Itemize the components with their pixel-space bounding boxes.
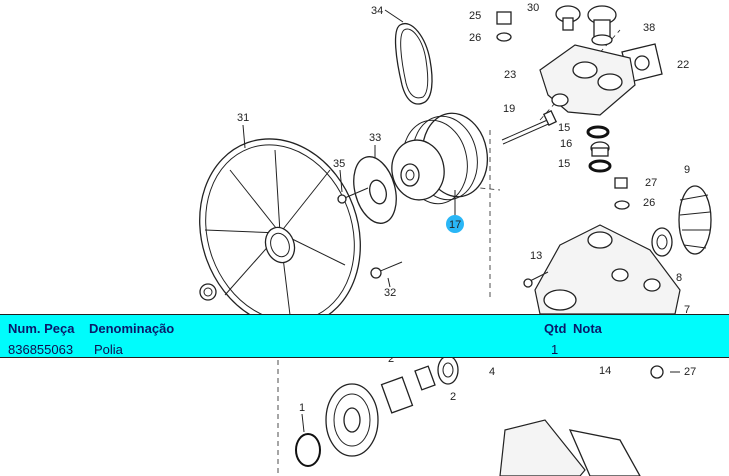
part-26-washer-mid[interactable] — [614, 200, 630, 210]
part-23-thermostat-housing[interactable] — [539, 44, 636, 116]
callout-34: 34 — [371, 5, 383, 17]
row-part-number[interactable]: 836855063 — [8, 342, 74, 357]
callout-33: 33 — [369, 132, 381, 144]
part-nut-left[interactable] — [199, 283, 217, 301]
callout-30: 30 — [527, 2, 539, 14]
callout-14: 14 — [599, 365, 611, 377]
callout-25: 25 — [469, 10, 481, 22]
part-31-fan[interactable] — [174, 116, 386, 350]
callout-26-top: 26 — [469, 32, 481, 44]
part-25-plug[interactable] — [496, 11, 512, 25]
callout-23: 23 — [504, 69, 516, 81]
part-1-snap-ring[interactable] — [295, 433, 321, 467]
part-34-belt[interactable] — [394, 22, 433, 105]
callout-8: 8 — [676, 272, 682, 284]
part-2-bushing[interactable] — [380, 376, 414, 414]
part-17-pulley[interactable] — [387, 108, 494, 209]
callout-27-bottom: 27 — [684, 366, 696, 378]
callout-32: 32 — [384, 287, 396, 299]
selected-part-marker[interactable] — [446, 215, 464, 233]
callout-35: 35 — [333, 158, 345, 170]
part-38-thermostat[interactable] — [587, 5, 617, 46]
callout-2-left: 2 — [388, 353, 394, 365]
callout-31: 31 — [237, 112, 249, 124]
callout-9: 9 — [684, 164, 690, 176]
part-15-oring-bottom[interactable] — [588, 159, 612, 173]
callout-15-bottom: 15 — [558, 158, 570, 170]
part-info-panel: Num. Peça Denominação Qtd Nota 836855063… — [0, 314, 729, 358]
callout-7: 7 — [684, 304, 690, 316]
part-19-bolt[interactable] — [501, 110, 558, 145]
callout-17: 17 — [449, 219, 461, 231]
callout-15-top: 15 — [558, 122, 570, 134]
callout-22: 22 — [677, 59, 689, 71]
part-water-pump-body[interactable] — [534, 224, 681, 315]
part-27-nut-bottom[interactable] — [650, 365, 664, 379]
callout-26-mid: 26 — [643, 197, 655, 209]
part-8-seal[interactable] — [651, 227, 673, 257]
callout-labels: 34 25 30 38 26 22 23 19 15 16 15 31 33 3… — [237, 2, 696, 414]
callout-38: 38 — [643, 22, 655, 34]
part-2-sleeve[interactable] — [414, 365, 436, 391]
callout-13: 13 — [530, 250, 542, 262]
row-qty: 1 — [551, 342, 559, 357]
header-qty: Qtd — [544, 321, 567, 336]
callout-1: 1 — [299, 402, 305, 414]
callout-19: 19 — [503, 103, 515, 115]
part-cover-plate[interactable] — [499, 419, 641, 476]
part-32-bolt[interactable] — [370, 261, 403, 279]
callout-27-top: 27 — [645, 177, 657, 189]
row-denomination: Polia — [94, 342, 123, 357]
callout-4: 4 — [489, 366, 495, 378]
header-denomination: Denominação — [89, 321, 175, 336]
part-13-bolt[interactable] — [523, 271, 549, 288]
header-note: Nota — [573, 321, 602, 336]
part-2-bearing[interactable] — [437, 355, 459, 385]
header-part-number: Num. Peça — [8, 321, 75, 336]
part-27-plug-top[interactable] — [614, 177, 628, 189]
part-35-bolt[interactable] — [337, 187, 369, 204]
part-33-hub-flange[interactable] — [347, 152, 403, 228]
part-16-seal[interactable] — [590, 141, 610, 157]
part-26-washer-top[interactable] — [496, 32, 512, 42]
callout-2-right: 2 — [450, 391, 456, 403]
part-15-oring-top[interactable] — [586, 125, 610, 139]
callout-16: 16 — [560, 138, 572, 150]
part-30-sensor[interactable] — [555, 5, 581, 31]
part-9-impeller[interactable] — [678, 185, 712, 255]
part-bearing-large[interactable] — [325, 383, 379, 457]
